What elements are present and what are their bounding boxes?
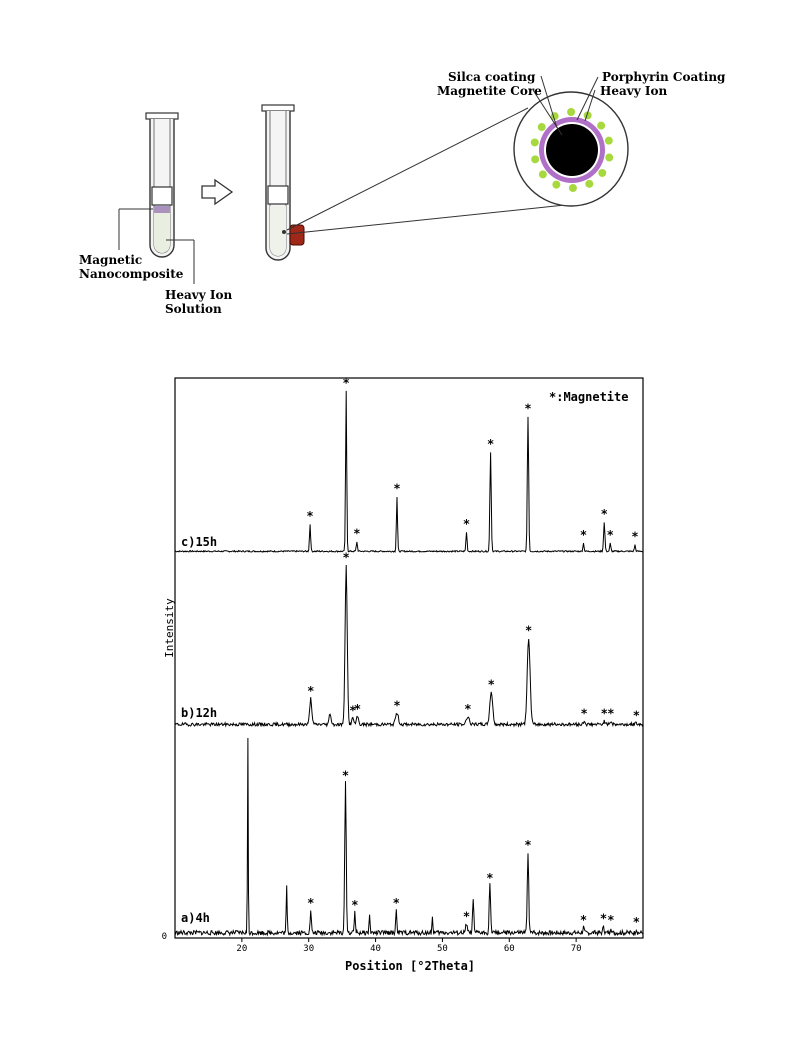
magnetite-peak-marker: * — [601, 707, 608, 721]
magnetite-peak-marker: * — [349, 703, 356, 717]
y-axis-label: Intensity — [163, 598, 176, 658]
magnetite-peak-marker: * — [631, 530, 638, 544]
x-tick-label: 20 — [236, 944, 247, 954]
label-magnetic-nanocomposite: Magnetic Nanocomposite — [79, 253, 184, 281]
label-magnetite-core: Magnetite Core — [437, 84, 542, 98]
xrd-pattern-3 — [174, 737, 644, 937]
magnetite-peak-marker: * — [486, 871, 493, 885]
magnetite-peak-marker: * — [354, 702, 361, 716]
heavy-ion-dot — [598, 168, 607, 177]
magnetite-peak-marker: * — [393, 699, 400, 713]
label-silica-coating: Silca coating — [448, 70, 536, 84]
y-zero-label: 0 — [162, 932, 167, 942]
magnetite-peak-marker: * — [464, 702, 471, 716]
magnetite-peak-marker: * — [463, 517, 470, 531]
label-heavy-ion-solution: Heavy Ion Solution — [165, 288, 233, 316]
magnetite-peak-marker: * — [524, 402, 531, 416]
heavy-ion-solution-fill — [154, 207, 170, 253]
magnetite-peak-marker: * — [607, 528, 614, 542]
x-tick-label: 70 — [571, 944, 582, 954]
magnetite-peak-marker: * — [600, 911, 607, 925]
magnetite-peak-marker: * — [342, 768, 349, 782]
test-tube-right — [261, 104, 305, 261]
magnetite-peak-marker: * — [581, 707, 588, 721]
nanocomposite-layer — [154, 206, 170, 213]
x-tick-label: 30 — [303, 944, 314, 954]
magnetite-peak-marker: * — [524, 838, 531, 852]
magnetite-peak-marker: * — [307, 896, 314, 910]
test-tube-left — [145, 112, 179, 258]
process-arrow — [201, 178, 234, 206]
magnetite-peak-marker: * — [488, 677, 495, 691]
x-tick-label: 60 — [504, 944, 515, 954]
heavy-ion-dot — [530, 138, 539, 147]
heavy-ion-dot — [604, 136, 613, 145]
label-porphyrin-coating: Porphyrin Coating — [602, 70, 726, 84]
heavy-ion-dot — [605, 153, 614, 162]
x-tick-label: 50 — [437, 944, 448, 954]
magnetite-peak-marker: * — [307, 684, 314, 698]
heavy-ion-dot — [568, 183, 577, 192]
magnetite-peak-marker: * — [463, 909, 470, 923]
nanocomposite-schematic — [118, 75, 629, 284]
magnetite-peak-marker: * — [393, 482, 400, 496]
particle-zoom — [513, 91, 629, 207]
magnetite-peak-marker: * — [525, 624, 532, 638]
heavy-ion-dot — [567, 108, 576, 117]
magnetite-peak-marker: * — [306, 509, 313, 523]
magnetite-peak-marker: * — [580, 528, 587, 542]
heavy-ion-dot — [531, 155, 540, 164]
legend-magnetite: *:Magnetite — [549, 390, 628, 404]
xrd-pattern-2 — [174, 564, 644, 728]
x-axis-label: Position [°2Theta] — [345, 959, 475, 973]
plot-frame — [174, 377, 644, 939]
xrd-pattern-1 — [174, 390, 644, 553]
magnetite-peak-marker: * — [343, 550, 350, 564]
heavy-ion-dot — [597, 121, 606, 130]
magnetite-peak-marker: * — [393, 896, 400, 910]
heavy-ion-dot — [585, 179, 594, 188]
series-label: a)4h — [181, 911, 210, 925]
magnetite-peak-marker: * — [607, 913, 614, 927]
series-label: c)15h — [181, 535, 217, 549]
magnetite-peak-marker: * — [487, 437, 494, 451]
magnetite-peak-marker: * — [353, 526, 360, 540]
magnetite-peak-marker: * — [351, 898, 358, 912]
series-label: b)12h — [181, 706, 217, 720]
magnetite-peak-marker: * — [633, 708, 640, 722]
heavy-ion-dot — [552, 180, 561, 189]
heavy-ion-dot — [537, 123, 546, 132]
label-heavy-ion: Heavy Ion — [600, 84, 668, 98]
heavy-ion-dot — [538, 170, 547, 179]
magnetite-peak-marker: * — [601, 507, 608, 521]
magnetite-peak-marker: * — [580, 913, 587, 927]
magnetite-peak-marker: * — [607, 707, 614, 721]
magnetite-peak-marker: * — [633, 915, 640, 929]
x-tick-label: 40 — [370, 944, 381, 954]
magnetite-peak-marker: * — [343, 376, 350, 390]
